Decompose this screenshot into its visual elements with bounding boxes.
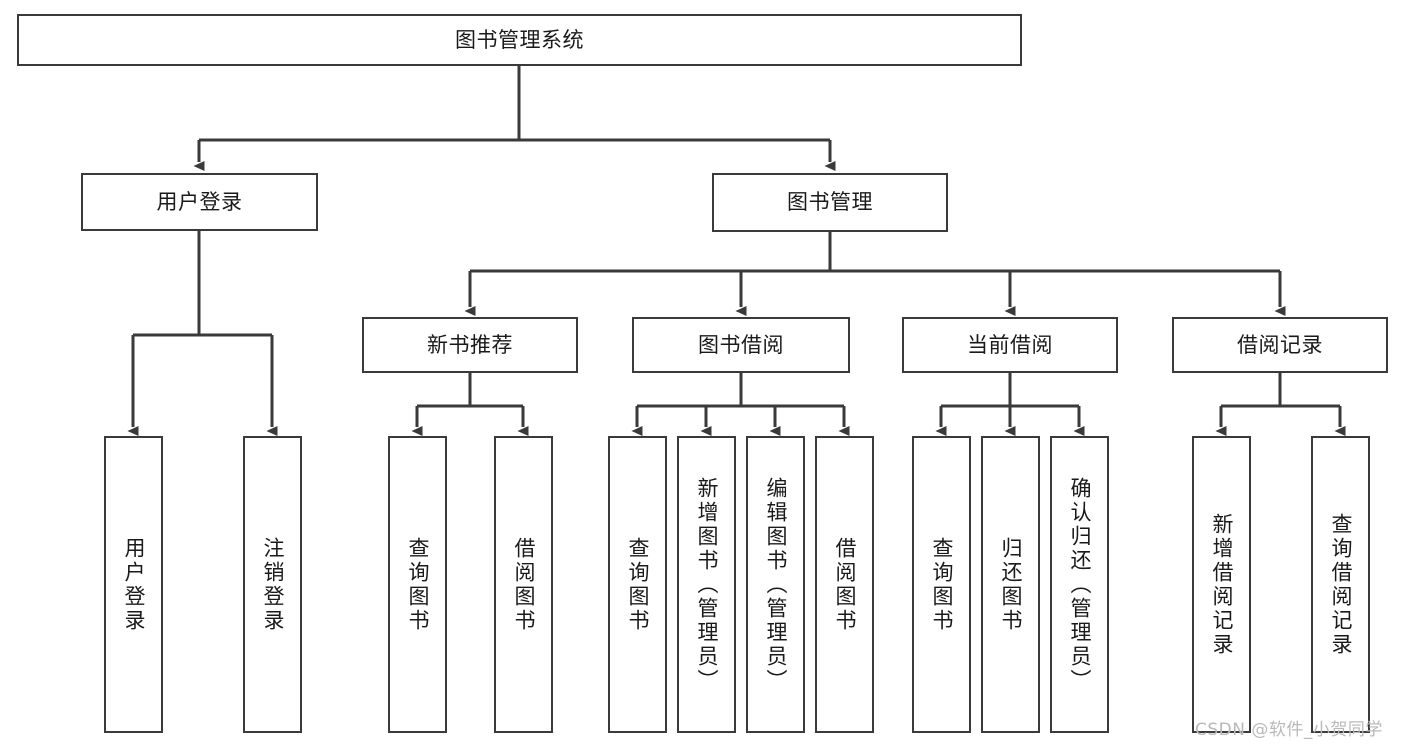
node-book-borrow[interactable]: 图书借阅 <box>632 317 850 373</box>
node-user-login[interactable]: 用户登录 <box>81 173 318 231</box>
node-label: 编辑图书（管理员） <box>764 476 788 693</box>
node-label: 借阅图书 <box>512 536 536 633</box>
node-label: 借阅记录 <box>1237 332 1323 357</box>
node-root-book-management-system[interactable]: 图书管理系统 <box>17 14 1022 66</box>
leaf-current-borrow-confirm-return-admin[interactable]: 确认归还（管理员） <box>1050 436 1109 733</box>
node-label: 用户登录 <box>156 189 243 214</box>
node-label: 查询图书 <box>930 536 954 633</box>
node-label: 查询图书 <box>626 536 650 633</box>
node-new-book-recommend[interactable]: 新书推荐 <box>362 317 578 373</box>
leaf-book-borrow-edit-book-admin[interactable]: 编辑图书（管理员） <box>746 436 805 733</box>
node-borrow-record[interactable]: 借阅记录 <box>1172 317 1388 373</box>
node-label: 图书借阅 <box>698 332 784 357</box>
leaf-user-login-login[interactable]: 用户登录 <box>104 436 163 733</box>
leaf-current-borrow-return-book[interactable]: 归还图书 <box>981 436 1040 733</box>
node-book-management[interactable]: 图书管理 <box>712 173 948 232</box>
leaf-book-borrow-borrow-book[interactable]: 借阅图书 <box>815 436 874 733</box>
node-label: 查询图书 <box>406 536 430 633</box>
node-label: 新书推荐 <box>427 332 513 357</box>
leaf-borrow-record-add-record[interactable]: 新增借阅记录 <box>1192 436 1251 733</box>
leaf-user-login-logout[interactable]: 注销登录 <box>243 436 302 733</box>
node-label: 新增借阅记录 <box>1210 512 1234 657</box>
node-label: 用户登录 <box>122 536 146 633</box>
node-label: 图书管理系统 <box>455 27 584 52</box>
node-label: 查询借阅记录 <box>1329 512 1353 657</box>
leaf-book-borrow-query-book[interactable]: 查询图书 <box>608 436 667 733</box>
leaf-borrow-record-query-record[interactable]: 查询借阅记录 <box>1311 436 1370 733</box>
node-label: 新增图书（管理员） <box>695 476 719 693</box>
node-label: 图书管理 <box>787 190 873 215</box>
node-label: 注销登录 <box>261 536 285 633</box>
node-label: 当前借阅 <box>967 332 1053 357</box>
leaf-new-book-borrow-book[interactable]: 借阅图书 <box>494 436 553 733</box>
node-label: 借阅图书 <box>833 536 857 633</box>
leaf-book-borrow-add-book-admin[interactable]: 新增图书（管理员） <box>677 436 736 733</box>
csdn-watermark: CSDN @软件_小贺同学 <box>1195 720 1383 740</box>
node-label: 归还图书 <box>999 536 1023 633</box>
leaf-current-borrow-query-book[interactable]: 查询图书 <box>912 436 971 733</box>
node-current-borrow[interactable]: 当前借阅 <box>902 317 1118 373</box>
node-label: 确认归还（管理员） <box>1068 476 1092 693</box>
leaf-new-book-query-book[interactable]: 查询图书 <box>388 436 447 733</box>
